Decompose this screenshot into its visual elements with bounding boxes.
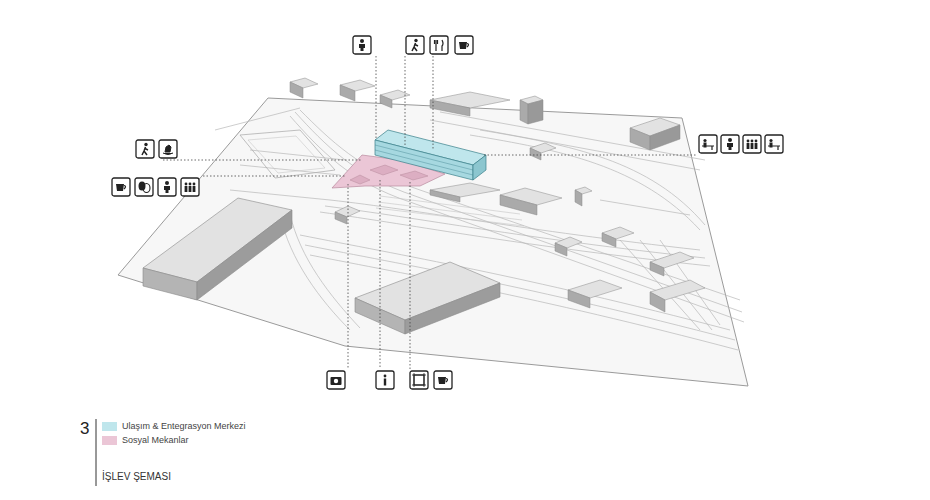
legend-row: Ulaşım & Entegrasyon Merkezi: [102, 421, 246, 431]
plaza-outline: [240, 130, 335, 178]
pictogram-icon: [353, 36, 371, 54]
pictogram-icon: [406, 36, 424, 54]
pictogram-icon: [181, 178, 199, 196]
legend-swatch: [102, 422, 117, 431]
rail-lines: [215, 108, 744, 350]
pictogram-icon: [434, 371, 452, 389]
pictogram-icon: [721, 135, 739, 153]
legend-row: Sosyal Mekanlar: [102, 435, 189, 445]
pictogram-icon: [699, 135, 717, 153]
building: [143, 198, 292, 300]
building: [290, 78, 705, 312]
pictogram-icon: [327, 371, 345, 389]
pictogram-icon: [430, 36, 448, 54]
legend-label: Ulaşım & Entegrasyon Merkezi: [122, 421, 246, 431]
plaza-outline: [248, 136, 325, 173]
platforms: [376, 196, 524, 226]
social-area-detail: [350, 165, 428, 184]
transport-building: [375, 130, 486, 180]
pictogram-icon: [376, 371, 394, 389]
icon-group: [112, 36, 783, 389]
pictogram-icon: [765, 135, 783, 153]
pictogram-icon: [158, 178, 176, 196]
pictogram-icon: [410, 371, 428, 389]
legend-swatch: [102, 436, 117, 445]
diagram-title: İŞLEV ŞEMASI: [102, 471, 171, 482]
building: [355, 262, 500, 334]
legend-rule: [96, 419, 97, 486]
pictogram-icon: [455, 36, 473, 54]
pictogram-icon: [743, 135, 761, 153]
pictogram-icon: [135, 178, 153, 196]
legend-label: Sosyal Mekanlar: [122, 435, 189, 445]
leader-lines: [163, 56, 697, 369]
pictogram-icon: [159, 140, 177, 158]
pictogram-icon: [112, 178, 130, 196]
pictogram-icon: [136, 140, 154, 158]
figure-number: 3: [80, 419, 89, 439]
